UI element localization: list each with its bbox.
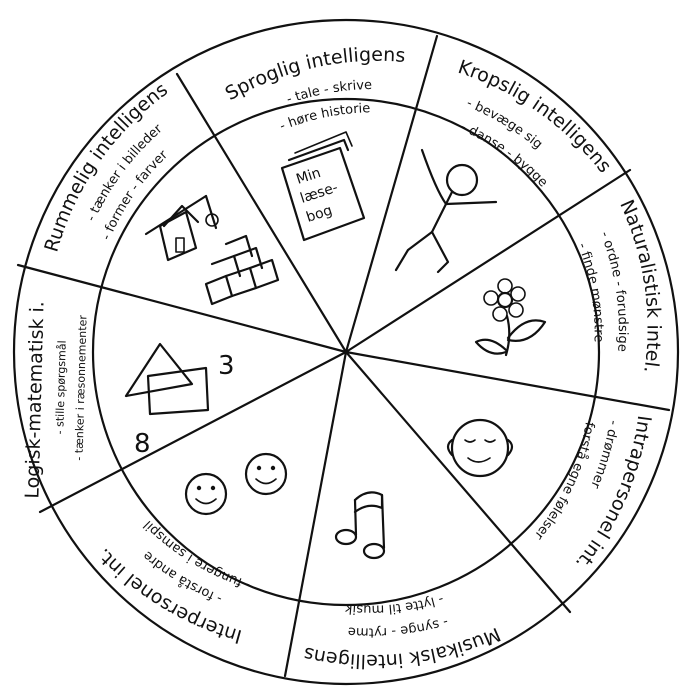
segment-intrapersonel: Intrapersonel int. - drømmer - forstå eg… [531,412,656,574]
flower-icon [476,279,545,355]
book-icon: Min læse- bog [282,132,364,240]
segment-musikalsk: Musikalsk intelligens - synge - rytme - … [302,591,504,672]
segment-line: - danse - bygge [458,119,550,190]
house-blocks-icon [146,196,278,304]
segment-title: Kropslig intelligens [455,56,615,177]
segment-kropslig: Kropslig intelligens - bevæge sig - dans… [455,56,615,190]
shapes-numbers-icon: 3 8 [126,344,235,459]
segment-logisk-matematisk: Logisk-matematisk i. - stille spørgsmål … [21,301,89,499]
segment-interpersonel: Interpersonel int. - forstå andre - fung… [92,517,252,647]
segment-title: Logisk-matematisk i. [21,301,48,499]
smiley-faces-icon [186,454,286,514]
calm-face-icon [448,420,512,476]
segment-sproglig: Sproglig intelligens - tale - skrive - h… [222,44,407,134]
segment-rummelig: Rummelig intelligens - tænker i billeder… [40,78,172,254]
stick-figure-icon [396,150,496,272]
segment-line: - finde mønstre [574,241,605,343]
segment-line: - synge - rytme [347,614,450,640]
segment-line: - lytte til musik [344,591,445,617]
svg-text:8: 8 [134,429,151,459]
music-note-icon [336,492,384,558]
segment-line: - stille spørgsmål [53,340,69,434]
svg-text:bog: bog [304,202,334,225]
svg-text:3: 3 [218,351,235,381]
segment-line: - tænker i ræsonnementer [72,314,89,460]
